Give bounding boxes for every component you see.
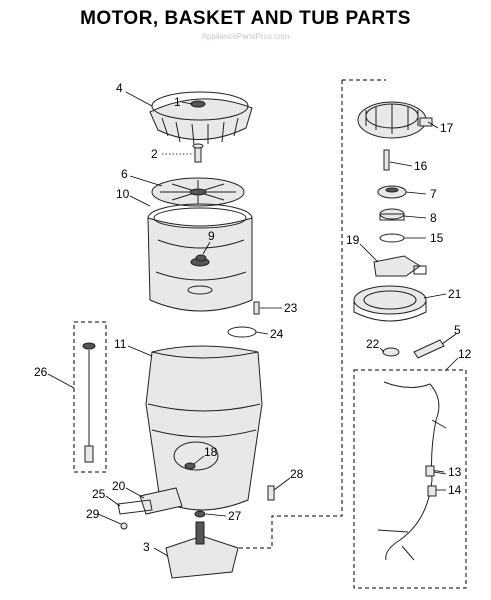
part-19-shifter[interactable] [373,255,427,277]
callout-15: 15 [430,231,444,245]
callout-20: 20 [112,479,126,493]
callout-22: 22 [366,337,380,351]
part-29-screw[interactable] [120,522,128,530]
callout-13: 13 [448,465,462,479]
callout-18: 18 [204,445,218,459]
part-22-rotor-nut[interactable] [382,347,400,357]
callout-29: 29 [86,507,100,521]
callout-10: 10 [116,187,130,201]
part-3-gearcase[interactable] [165,521,239,579]
part-1-cap[interactable] [190,100,206,108]
part-21-rotor[interactable] [353,285,427,322]
part-26-hose-assembly[interactable] [73,321,107,473]
callout-16: 16 [414,159,428,173]
part-20-shift-actuator[interactable] [139,487,183,515]
part-16-bolt[interactable] [383,149,390,171]
callout-14: 14 [448,483,462,497]
part-24-clamp[interactable] [227,326,257,338]
leader-lines [47,91,459,557]
callout-26: 26 [34,365,48,379]
part-6-impeller[interactable] [151,177,245,207]
part-15-o-ring[interactable] [379,233,405,243]
callout-25: 25 [92,487,106,501]
callout-19: 19 [346,233,360,247]
part-10-wash-basket[interactable] [147,203,253,312]
watermark: AppliancePartsPros.com [201,32,290,41]
part-28-screw[interactable] [267,485,275,501]
callout-4: 4 [116,81,123,95]
part-13-harness-clip[interactable] [425,465,435,477]
part-9-basket-drive-hub[interactable] [195,254,207,262]
part-17-stator[interactable] [357,101,433,139]
part-25-bracket[interactable] [117,499,153,515]
callout-8: 8 [430,211,437,225]
part-11-outer-tub[interactable] [145,345,263,511]
part-8-bearing[interactable] [379,208,405,221]
part-14-harness-clip[interactable] [427,485,437,497]
callout-27: 27 [228,509,242,523]
part-18-seal[interactable] [184,462,196,470]
callout-24: 24 [270,327,284,341]
callout-28: 28 [290,467,304,481]
callout-5: 5 [454,323,461,337]
callout-11: 11 [114,337,127,351]
part-23-screw[interactable] [253,301,260,315]
callout-23: 23 [284,301,298,315]
callout-9: 9 [208,229,215,243]
stator-assembly-outline [238,79,386,549]
callout-6: 6 [121,167,128,181]
callout-1: 1 [174,95,181,109]
diagram-title: MOTOR, BASKET AND TUB PARTS [80,8,411,29]
callout-17: 17 [440,121,454,135]
part-7-shift-fork-cap[interactable] [377,185,407,199]
callout-2: 2 [151,147,158,161]
part-27-coupler[interactable] [194,510,206,518]
callout-12: 12 [458,347,472,361]
callout-7: 7 [430,187,437,201]
callout-3: 3 [143,540,150,554]
part-2-bolt[interactable] [192,143,204,163]
callout-21: 21 [448,287,462,301]
part-12-wire-harness[interactable] [353,369,467,589]
part-5-sensor[interactable] [413,339,445,359]
part-4-basket-top-ring[interactable] [149,91,253,145]
